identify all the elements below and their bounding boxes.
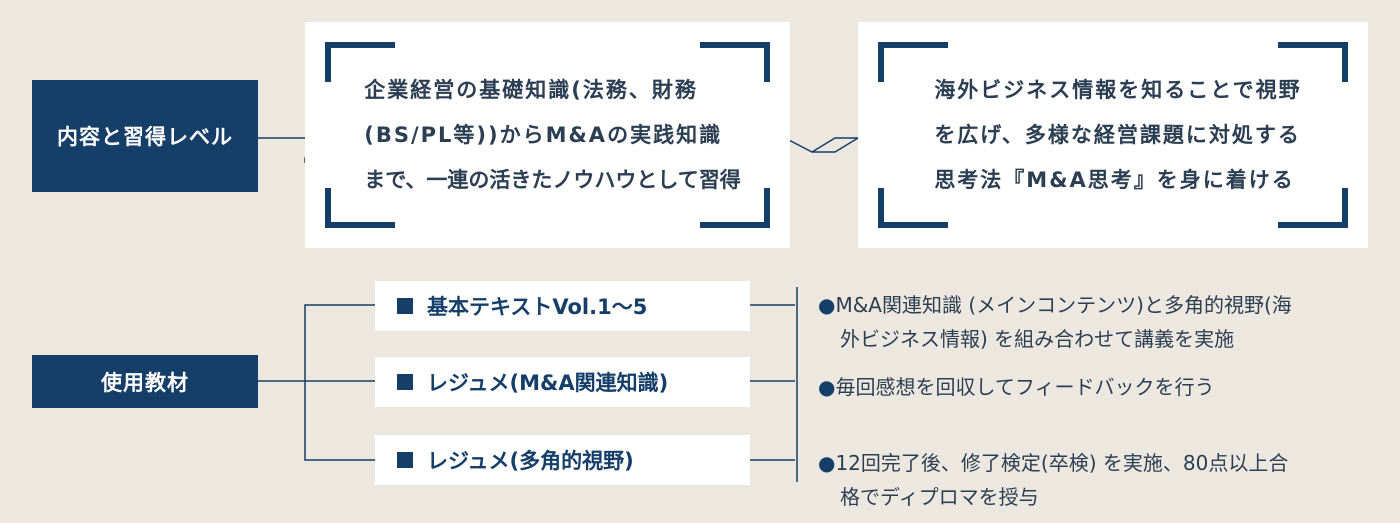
card-line: まで、一連の活きたノウハウとして習得 (364, 167, 741, 192)
card-line: 思考法『M&A思考』を身に着ける (934, 167, 1295, 192)
connector-materials-bracket (304, 304, 375, 461)
bullet-item-3: ●12回完了後、修了検定(卒検) を実施、80点以上合 格でディプロマを授与 (818, 446, 1288, 514)
content-level-label-text: 内容と習得レベル (57, 125, 233, 149)
bracket-corner (700, 188, 770, 228)
bullet-text: 12回完了後、修了検定(卒検) を実施、80点以上合 (835, 451, 1289, 475)
bracket-corner (325, 42, 395, 82)
bullet-text: 毎回感想を回収してフィードバックを行う (835, 375, 1215, 399)
material-item-resume-ma: レジュメ(M&A関連知識) (375, 357, 750, 407)
card-line: 企業経営の基礎知識(法務、財務 (364, 77, 698, 102)
bullet-text-cont: 外ビジネス情報) を組み合わせて講義を実施 (840, 327, 1235, 351)
bullet-text: M&A関連知識 (メインコンテンツ)と多角的視野(海 (835, 293, 1292, 317)
materials-label-text: 使用教材 (101, 370, 189, 395)
square-bullet-icon (397, 452, 413, 468)
content-level-label: 内容と習得レベル (32, 80, 258, 192)
bullet-item-2: ●毎回感想を回収してフィードバックを行う (818, 370, 1214, 404)
content-card-2: 海外ビジネス情報を知ることで視野 を広げ、多様な経営課題に対処する 思考法『M&… (858, 22, 1368, 248)
material-item-textbook: 基本テキストVol.1〜5 (375, 281, 750, 331)
bullet-dot-icon: ● (818, 451, 836, 475)
bracket-corner (325, 188, 395, 228)
bullet-dot-icon: ● (818, 375, 836, 399)
content-card-1: 企業経営の基礎知識(法務、財務 (BS/PL等))からM&Aの実践知識 まで、一… (305, 22, 790, 248)
square-bullet-icon (397, 374, 413, 390)
bracket-corner (878, 42, 948, 82)
card-line: 海外ビジネス情報を知ることで視野 (934, 77, 1302, 102)
material-item-resume-perspective: レジュメ(多角的視野) (375, 435, 750, 485)
card-line: を広げ、多様な経営課題に対処する (934, 122, 1301, 147)
square-bullet-icon (397, 298, 413, 314)
material-label: 基本テキストVol.1〜5 (427, 295, 648, 319)
content-card-1-text: 企業経営の基礎知識(法務、財務 (BS/PL等))からM&Aの実践知識 まで、一… (364, 68, 741, 203)
bullet-dot-icon: ● (818, 293, 836, 317)
materials-label: 使用教材 (32, 355, 258, 408)
bullet-item-1: ●M&A関連知識 (メインコンテンツ)と多角的視野(海 外ビジネス情報) を組み… (818, 288, 1292, 356)
content-card-2-text: 海外ビジネス情報を知ることで視野 を広げ、多様な経営課題に対処する 思考法『M&… (934, 68, 1301, 203)
bracket-corner (700, 42, 770, 82)
bracket-corner (878, 188, 948, 228)
connector-card1-card2 (784, 137, 858, 153)
bracket-corner (1278, 188, 1348, 228)
material-label: レジュメ(M&A関連知識) (427, 371, 669, 395)
bracket-corner (1278, 42, 1348, 82)
bullet-text-cont: 格でディプロマを授与 (840, 485, 1039, 509)
material-label: レジュメ(多角的視野) (427, 449, 634, 473)
connector-card1-card2-lower (812, 137, 859, 153)
card-line: (BS/PL等))からM&Aの実践知識 (364, 122, 723, 147)
